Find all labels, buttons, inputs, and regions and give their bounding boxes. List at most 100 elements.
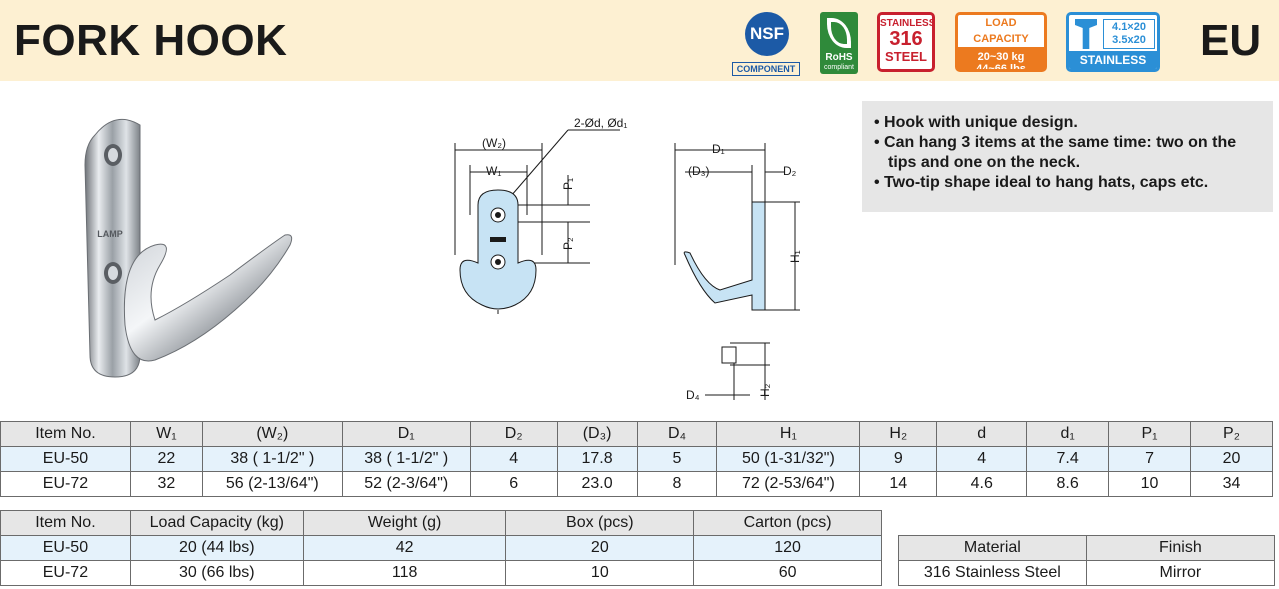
series-code: EU: [1200, 16, 1262, 65]
column-header: D₁: [341, 421, 471, 447]
steel-line2: 316: [889, 28, 923, 50]
packing-table: Item No. Load Capacity (kg) Weight (g) B…: [0, 510, 882, 586]
table-cell: 42: [302, 535, 507, 561]
column-header: Finish: [1085, 535, 1276, 561]
column-header: Item No.: [0, 510, 131, 536]
table-cell: 7.4: [1026, 446, 1110, 472]
column-header: (D₃): [556, 421, 638, 447]
table-cell: 118: [302, 560, 507, 586]
load-kg: 20~30 kg: [977, 51, 1025, 63]
table-cell: EU-72: [0, 560, 131, 586]
column-header: Material: [898, 535, 1087, 561]
table-cell: 6: [469, 471, 558, 497]
p1-label: P₁: [561, 178, 575, 190]
table-header-row: Material Finish: [898, 535, 1276, 561]
column-header: D₂: [469, 421, 558, 447]
column-header: Item No.: [0, 421, 131, 447]
table-cell: 10: [1108, 471, 1191, 497]
rohs-name: RoHS: [825, 52, 853, 63]
screw-sizes: 4.1×20 3.5x20: [1103, 19, 1155, 49]
table-cell: 9: [859, 446, 938, 472]
table-cell: 7: [1108, 446, 1191, 472]
table-cell: 4: [936, 446, 1028, 472]
column-header: d₁: [1026, 421, 1110, 447]
table-row: 316 Stainless Steel Mirror: [898, 560, 1276, 586]
table-cell: 10: [505, 560, 695, 586]
feature-item: Two-tip shape ideal to hang hats, caps e…: [874, 173, 1263, 193]
table-cell: 56 (2-13/64"): [201, 471, 343, 497]
table-cell: 17.8: [556, 446, 638, 472]
nsf-label: COMPONENT: [732, 62, 800, 76]
table-cell: 60: [693, 560, 882, 586]
load-capacity-badge: LOAD CAPACITY 20~30 kg 44~66 lbs: [955, 12, 1047, 72]
table-cell: 52 (2-3/64"): [341, 471, 471, 497]
table-row: EU-50 20 (44 lbs) 42 20 120: [0, 535, 882, 561]
dimensions-table: Item No. W₁ (W₂) D₁ D₂ (D₃) D₄ H₁ H₂ d d…: [0, 421, 1274, 497]
h1-label: H₁: [788, 250, 802, 263]
column-header: Box (pcs): [505, 510, 695, 536]
table-cell: 8: [636, 471, 718, 497]
column-header: P₁: [1108, 421, 1191, 447]
nsf-component-badge: NSF COMPONENT: [732, 12, 800, 76]
column-header: Load Capacity (kg): [129, 510, 304, 536]
d1-label: D₁: [712, 142, 725, 156]
feature-item: Can hang 3 items at the same time: two o…: [874, 133, 1263, 173]
column-header: Weight (g): [302, 510, 507, 536]
table-cell: EU-72: [0, 471, 131, 497]
table-cell: 5: [636, 446, 718, 472]
table-cell: 38 ( 1-1/2" ): [341, 446, 471, 472]
table-cell: 20: [1189, 446, 1274, 472]
screw-size-2: 3.5x20: [1112, 34, 1146, 46]
column-header: Carton (pcs): [693, 510, 882, 536]
table-cell: 20: [505, 535, 695, 561]
load-heading: LOAD CAPACITY: [958, 15, 1044, 47]
table-cell: 4: [469, 446, 558, 472]
column-header: H₂: [859, 421, 938, 447]
table-cell: 8.6: [1026, 471, 1110, 497]
rohs-sub: compliant: [824, 64, 854, 71]
nsf-logo: NSF: [745, 12, 789, 56]
column-header: d: [936, 421, 1028, 447]
w1-label: W₁: [486, 164, 501, 178]
stainless-316-badge: STAINLESS 316 STEEL: [877, 12, 935, 72]
d2-label: D₂: [783, 164, 797, 178]
table-cell: 120: [693, 535, 882, 561]
table-cell: 316 Stainless Steel: [898, 560, 1087, 586]
d3-label: (D₃): [688, 164, 710, 178]
table-row: EU-72 32 56 (2-13/64") 52 (2-3/64") 6 23…: [0, 471, 1274, 497]
steel-line1: STAINLESS: [880, 18, 936, 29]
column-header: (W₂): [201, 421, 343, 447]
d4-label: D₄: [686, 388, 700, 402]
table-header-row: Item No. Load Capacity (kg) Weight (g) B…: [0, 510, 882, 536]
engraving-text: LAMP: [97, 229, 123, 239]
table-cell: EU-50: [0, 446, 131, 472]
column-header: H₁: [716, 421, 861, 447]
front-view-drawing: (W₂) W₁ 2-Ød, Ød₁ P₁ P₂: [454, 116, 627, 315]
h2-label: H₂: [758, 383, 772, 397]
table-cell: EU-50: [0, 535, 131, 561]
table-cell: 14: [859, 471, 938, 497]
w2-label: (W₂): [482, 136, 506, 150]
screw-icon: [1075, 19, 1097, 49]
table-cell: Mirror: [1085, 560, 1276, 586]
screw-size-1: 4.1×20: [1112, 21, 1146, 33]
material-table: Material Finish 316 Stainless Steel Mirr…: [898, 535, 1276, 586]
page-title: FORK HOOK: [14, 16, 288, 65]
table-cell: 38 ( 1-1/2" ): [201, 446, 343, 472]
table-cell: 30 (66 lbs): [129, 560, 304, 586]
table-cell: 20 (44 lbs): [129, 535, 304, 561]
table-header-row: Item No. W₁ (W₂) D₁ D₂ (D₃) D₄ H₁ H₂ d d…: [0, 421, 1274, 447]
side-view-drawing: D₁ (D₃) D₂ H₁ D₄ H₂: [674, 142, 802, 402]
table-cell: 4.6: [936, 471, 1028, 497]
table-row: EU-72 30 (66 lbs) 118 10 60: [0, 560, 882, 586]
product-photo: LAMP: [84, 118, 293, 378]
column-header: W₁: [129, 421, 203, 447]
table-row: EU-50 22 38 ( 1-1/2" ) 38 ( 1-1/2" ) 4 1…: [0, 446, 1274, 472]
table-cell: 50 (1-31/32"): [716, 446, 861, 472]
rohs-badge: RoHS compliant: [820, 12, 858, 74]
table-cell: 72 (2-53/64"): [716, 471, 861, 497]
features-box: Hook with unique design. Can hang 3 item…: [862, 101, 1273, 212]
feature-item: Hook with unique design.: [874, 113, 1263, 133]
column-header: D₄: [636, 421, 718, 447]
table-cell: 34: [1189, 471, 1274, 497]
